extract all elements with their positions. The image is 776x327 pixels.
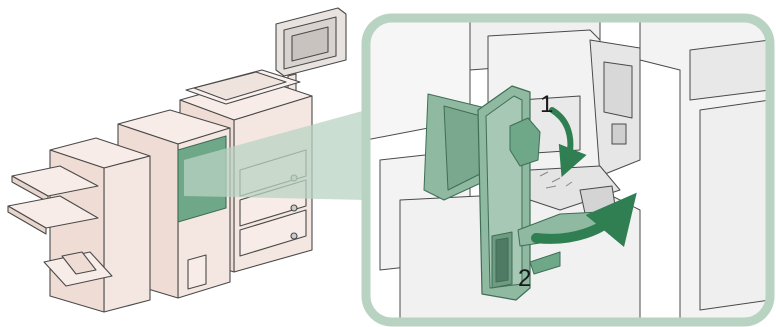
zoom-callout: 1 2 [366,18,770,322]
step-number-2: 2 [518,265,531,292]
step-number-1: 1 [540,91,553,118]
left-finisher [8,138,150,312]
